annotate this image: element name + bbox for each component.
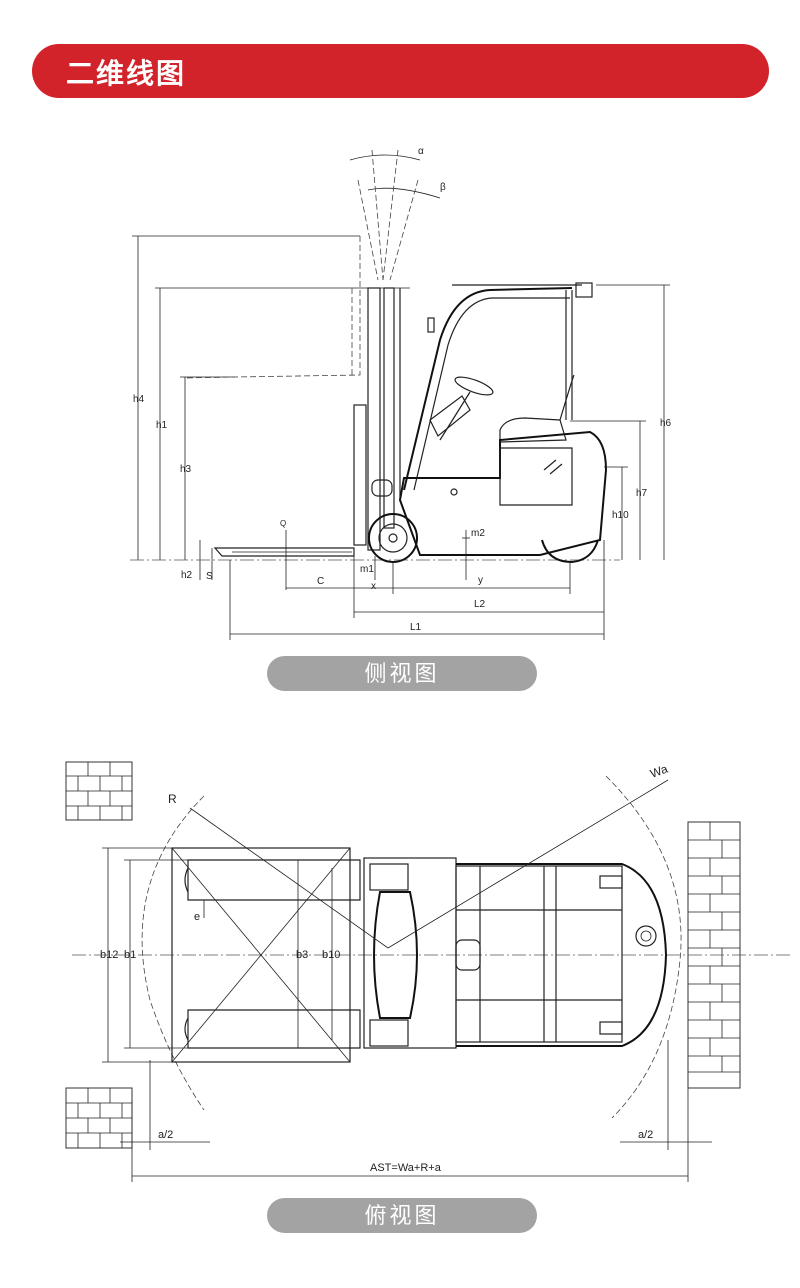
section-title: 二维线图 — [66, 58, 187, 89]
mast — [353, 287, 401, 551]
center-markers: Q m2 m1 — [280, 519, 485, 590]
a2-right-label: a/2 — [638, 1129, 653, 1141]
operator-area — [429, 374, 575, 443]
s-label: S — [206, 571, 213, 582]
ast-label: AST=Wa+R+a — [370, 1162, 442, 1174]
aisle-dimensions: a/2 a/2 AST=Wa+R+a — [120, 1040, 712, 1182]
top-view-caption: 俯视图 — [267, 1198, 537, 1233]
wall-top-left — [65, 761, 133, 821]
wa-label: Wa — [648, 762, 670, 781]
side-view-caption: 侧视图 — [267, 656, 537, 691]
l1-label: L1 — [410, 622, 422, 633]
h1-label: h1 — [156, 420, 168, 431]
b3-label: b3 — [296, 949, 308, 961]
a2-left-label: a/2 — [158, 1129, 173, 1141]
right-height-dimensions: h6 h7 h10 — [570, 284, 672, 560]
y-label: y — [478, 575, 483, 586]
radius-lines: R Wa — [168, 762, 670, 949]
forks — [213, 547, 355, 557]
wall-bottom-left — [65, 1087, 133, 1149]
b10-label: b10 — [322, 949, 340, 961]
m1-label: m1 — [360, 564, 374, 575]
front-wheel — [368, 513, 418, 563]
h10-label: h10 — [612, 510, 629, 521]
pallet-load — [171, 847, 361, 1063]
alpha-label: α — [418, 146, 424, 157]
h4-label: h4 — [133, 394, 145, 405]
b1-label: b1 — [124, 949, 136, 961]
forklift-top — [363, 857, 668, 1049]
l2-label: L2 — [474, 599, 486, 610]
chassis — [398, 430, 608, 556]
r-label: R — [168, 792, 177, 806]
h3-label: h3 — [180, 464, 192, 475]
side-view-drawing: α β h4 h1 h3 h2 S — [130, 146, 672, 640]
x-label: x — [371, 581, 376, 592]
b12-label: b12 — [100, 949, 118, 961]
left-height-dimensions: h4 h1 h3 h2 S — [132, 235, 410, 582]
h6-label: h6 — [660, 418, 672, 429]
length-dimensions: C x y L2 L1 — [229, 540, 605, 640]
section-banner: 二维线图 — [32, 44, 769, 98]
e-label: e — [194, 911, 200, 923]
rear-wheel — [541, 539, 599, 564]
m2-label: m2 — [471, 528, 485, 539]
tilt-indicator: α β — [349, 146, 446, 281]
overhead-guard — [403, 282, 593, 491]
top-view-drawing: R Wa e b12 b1 b3 b10 a/2 a/2 AST=Wa+R+a — [65, 761, 790, 1182]
q-label: Q — [280, 519, 286, 528]
c-label: C — [317, 576, 324, 587]
h7-label: h7 — [636, 488, 648, 499]
width-dimensions: e b12 b1 b3 b10 — [100, 847, 340, 1063]
h2-label: h2 — [181, 570, 193, 581]
beta-label: β — [440, 182, 446, 193]
